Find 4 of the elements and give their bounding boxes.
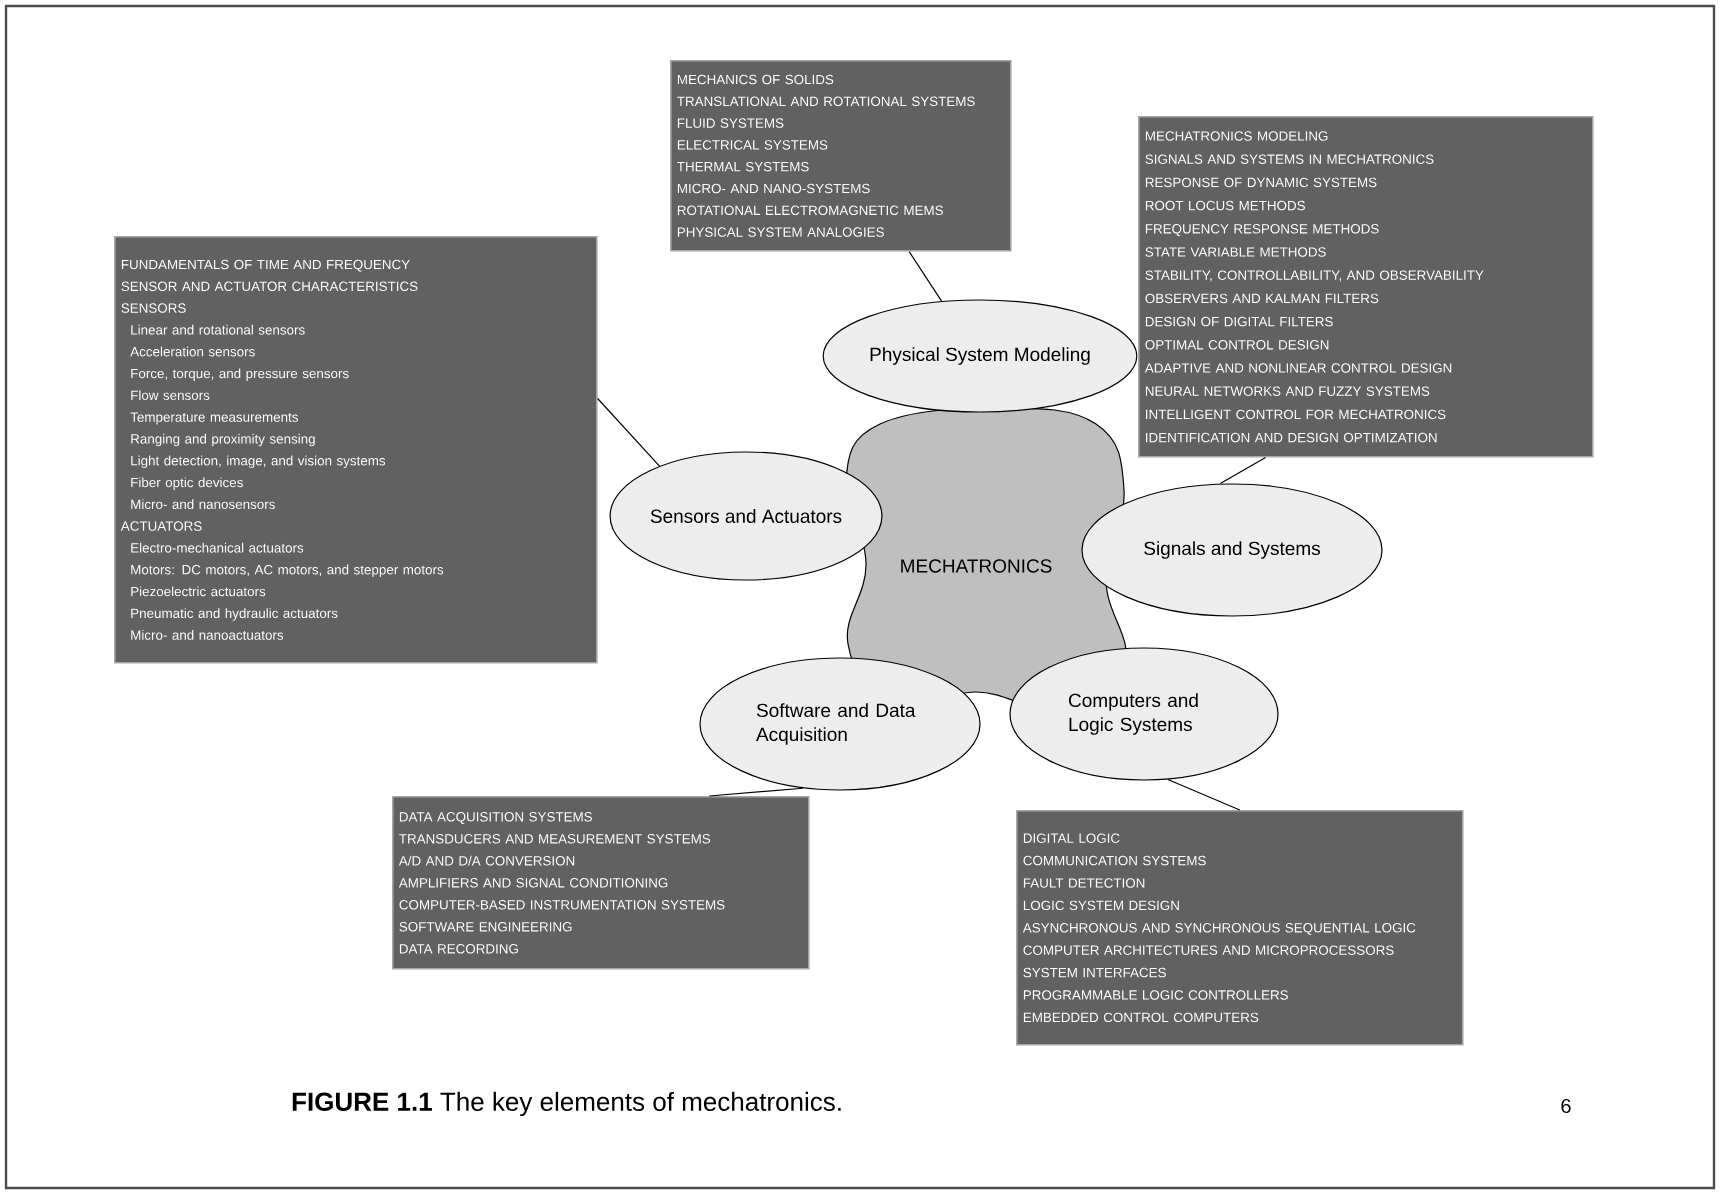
page-number: 6 [1561,1098,1571,1114]
leader-line [908,251,943,302]
leader-line [597,397,661,467]
figure-caption: FIGURE 1.1 The key elements of mechatronics. [292,1091,841,1117]
